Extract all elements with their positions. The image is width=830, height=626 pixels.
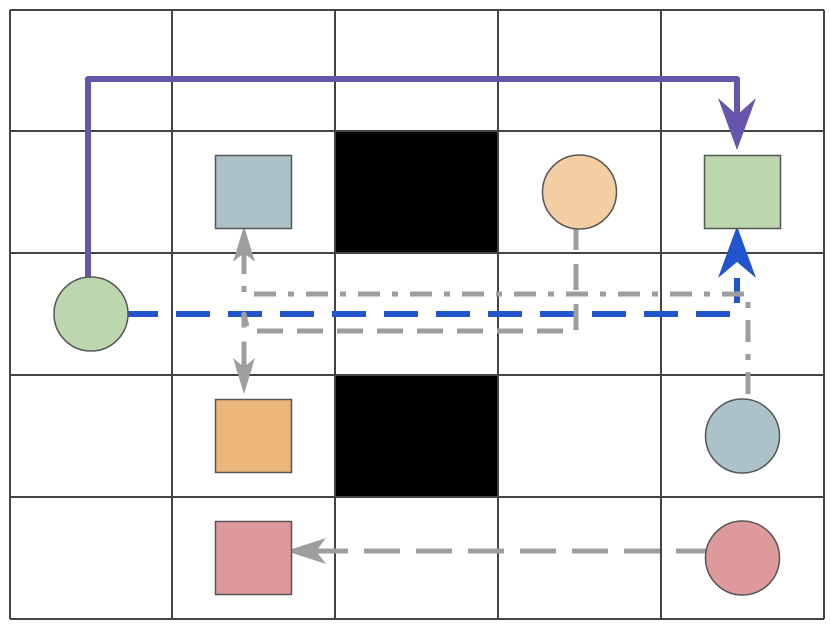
orange-square xyxy=(214,398,293,474)
green-square xyxy=(703,154,782,230)
blocked-cell xyxy=(335,375,498,497)
blue-dashed-path xyxy=(124,278,740,317)
gray-dashed-arrowhead-b xyxy=(286,538,326,564)
blue-arrowhead xyxy=(718,226,756,278)
green-circle xyxy=(53,276,129,352)
blocked-cell xyxy=(335,131,498,253)
gray-dashdot-arrowhead xyxy=(233,226,255,262)
purple-arrowhead xyxy=(718,98,756,150)
pink-circle xyxy=(704,520,781,596)
gray-dashdot-path xyxy=(241,250,751,394)
pink-square xyxy=(214,520,293,596)
teal-square xyxy=(214,154,293,230)
peach-circle xyxy=(541,154,618,230)
gray-dashed-arrowhead-a xyxy=(233,358,255,394)
teal-circle xyxy=(704,398,781,474)
purple-solid-path xyxy=(85,76,740,278)
